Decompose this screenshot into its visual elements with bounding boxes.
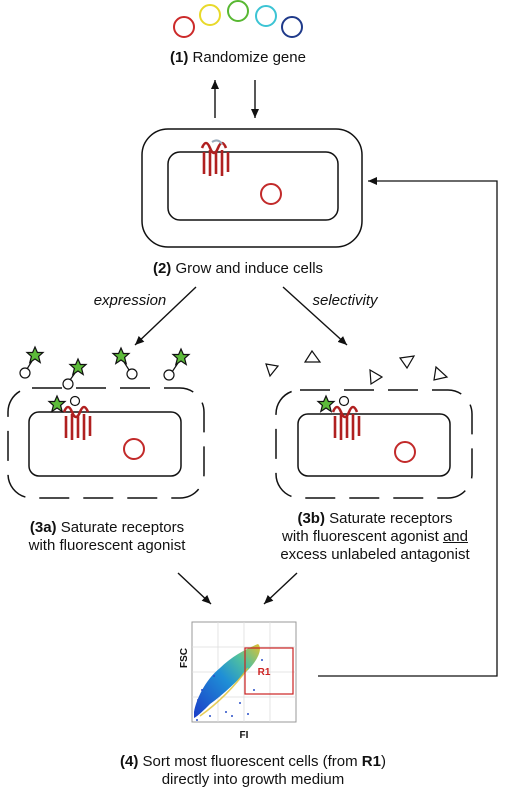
fluorescent-agonists: [19, 345, 191, 390]
arrow-selectivity: [282, 286, 348, 346]
step4-number: (4): [120, 753, 139, 770]
step1-label: (1) Randomize gene: [0, 49, 476, 67]
gene-circle-red: [173, 16, 195, 38]
plot-ylabel: FSC: [179, 648, 190, 668]
step2-label: (2) Grow and induce cells: [0, 260, 476, 278]
step2-text: Grow and induce cells: [171, 260, 324, 277]
step3b-number: (3b): [297, 510, 325, 527]
branch-selectivity-label: selectivity: [312, 292, 378, 309]
step3b-line2: with fluorescent agonist: [282, 528, 443, 545]
gate-r1-label: R1: [257, 667, 271, 678]
step4-line1b: ): [380, 753, 386, 770]
plot-xlabel: FI: [239, 730, 249, 741]
step3b-line1: Saturate receptors: [324, 510, 453, 527]
gene-circle-blue: [281, 16, 303, 38]
cell-3b: [275, 389, 473, 499]
step3a-label: (3a) Saturate receptors with fluorescent…: [0, 519, 214, 555]
cell-population-blob: [194, 644, 260, 718]
plasmid-circle-3a: [123, 438, 145, 460]
arrow-3b-to-sort: [263, 572, 298, 605]
step4-label: (4) Sort most fluorescent cells (from R1…: [0, 753, 506, 789]
branch-expression-label: expression: [93, 292, 167, 309]
feedback-loop-arrow: [318, 177, 498, 677]
step1-number: (1): [170, 49, 189, 66]
step2-number: (2): [152, 260, 172, 277]
unlabeled-antagonists: [265, 349, 449, 386]
step4-line2: directly into growth medium: [161, 771, 345, 788]
step3a-line2: with fluorescent agonist: [28, 537, 186, 554]
arrow-expression: [134, 286, 197, 346]
step4-r1: R1: [361, 753, 381, 770]
arrow-3a-to-sort: [177, 572, 212, 605]
step3b-and: and: [442, 528, 468, 545]
randomized-gene-circles: [173, 0, 303, 38]
gate-r1: [244, 647, 294, 695]
step1-text: Randomize gene: [188, 49, 306, 66]
plasmid-circle-3b: [394, 441, 416, 463]
step3b-label: (3b) Saturate receptors with fluorescent…: [262, 510, 488, 564]
plasmid-circle: [260, 183, 282, 205]
step4-line1a: Sort most fluorescent cells (from: [138, 753, 362, 770]
gene-circle-green: [227, 0, 249, 22]
step3a-number: (3a): [29, 519, 57, 536]
gene-circle-yellow: [199, 4, 221, 26]
induced-cell: [141, 128, 363, 248]
step3a-line1: Saturate receptors: [56, 519, 185, 536]
bound-receptor-icon-3a: [47, 394, 92, 440]
receptor-protein-icon: [200, 139, 230, 176]
flow-cytometry-plot: [191, 621, 297, 723]
bound-receptor-icon-3b: [316, 394, 361, 440]
step3b-line3: excess unlabeled antagonist: [280, 546, 470, 563]
cell-3a: [7, 387, 205, 499]
gene-circle-cyan: [255, 5, 277, 27]
